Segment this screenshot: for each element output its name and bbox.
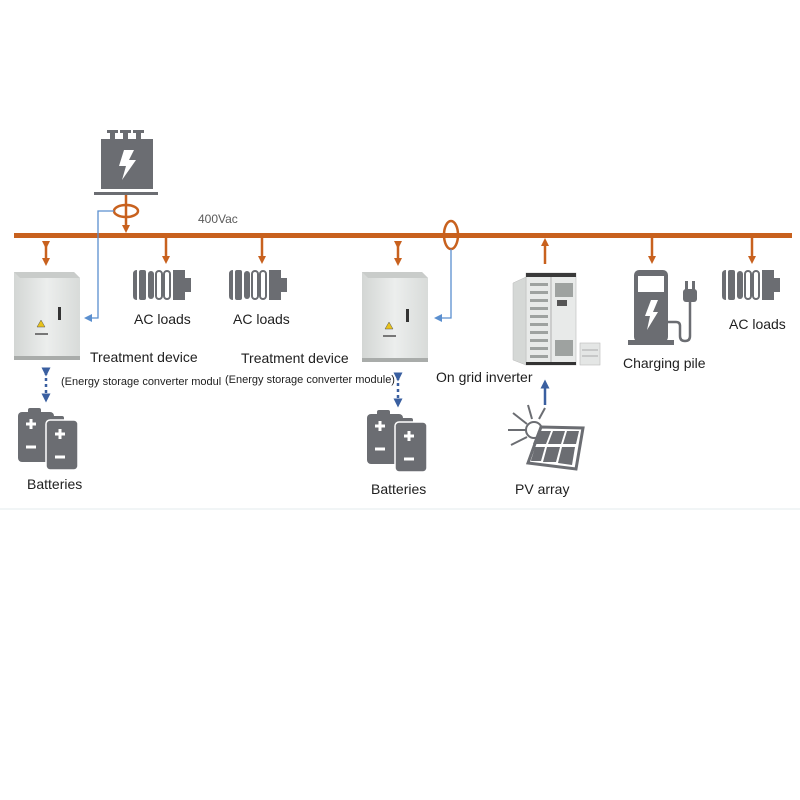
battery-pack-icon — [18, 408, 79, 471]
ac-loads-3-label: AC loads — [729, 316, 786, 332]
ac-load-icon — [229, 270, 287, 300]
pv-array-label: PV array — [515, 481, 570, 497]
on-grid-inverter-cabinet — [512, 272, 601, 366]
divider — [0, 508, 800, 510]
treatment-device-2-sublabel: (Energy storage converter module) — [225, 374, 395, 386]
ac-loads-1-label: AC loads — [134, 311, 191, 327]
bus-voltage-label: 400Vac — [198, 212, 238, 226]
ac-load-icon — [722, 270, 780, 300]
transformer-lightning-icon — [94, 130, 158, 195]
ev-charger-icon — [628, 270, 697, 345]
batteries-2-label: Batteries — [371, 481, 427, 497]
treatment-device-1-label: Treatment device — [90, 349, 198, 365]
signal-line-2 — [434, 249, 452, 322]
ac-loads-2-label: AC loads — [233, 311, 290, 327]
solar-panel-icon — [508, 404, 585, 471]
charging-pile-label: Charging pile — [623, 355, 706, 371]
ac-bus-line — [14, 233, 792, 238]
treatment-device-cabinet-1 — [14, 272, 80, 360]
ac-load-icon — [133, 270, 191, 300]
battery-pack-icon — [367, 410, 428, 473]
treatment-device-2-label: Treatment device — [241, 350, 349, 366]
on-grid-inverter-label: On grid inverter — [436, 369, 533, 385]
treatment-device-1-sublabel: (Energy storage converter modul — [61, 376, 222, 388]
batteries-1-label: Batteries — [27, 476, 83, 492]
treatment-device-cabinet-2 — [362, 272, 428, 362]
bus-arrows — [42, 238, 756, 266]
signal-line-1 — [84, 210, 114, 322]
grid-feed-arrow — [112, 195, 140, 233]
